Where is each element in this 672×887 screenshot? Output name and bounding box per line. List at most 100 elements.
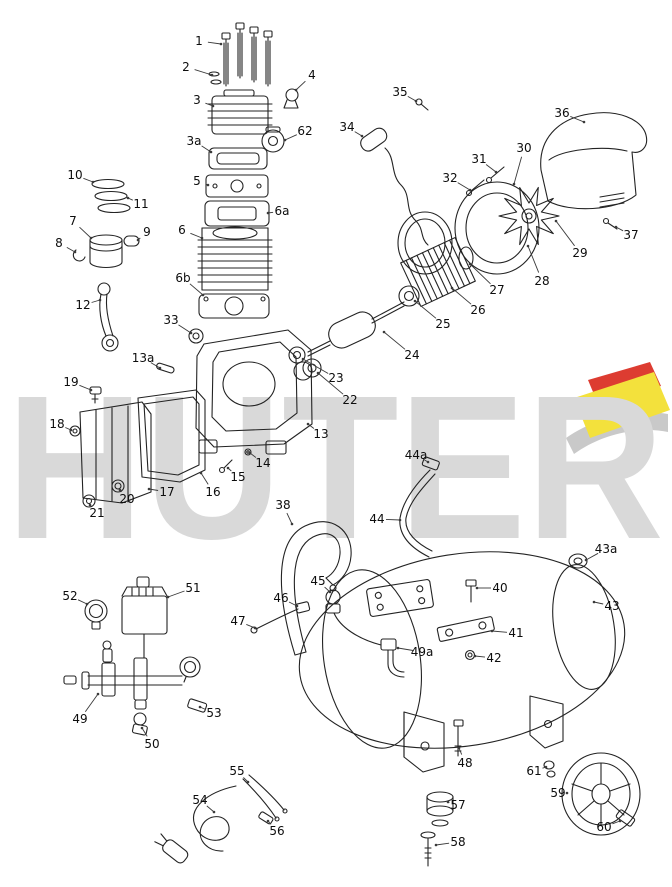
axle-bolt-60 [615, 809, 636, 827]
leader-dot-57 [446, 800, 450, 804]
part-label-22: 22 [342, 393, 358, 407]
cylinder-6 [197, 226, 273, 291]
leader-line-2 [194, 69, 213, 76]
leader-line-1 [207, 41, 222, 45]
part-label-25: 25 [435, 317, 451, 331]
bearing-25 [398, 285, 420, 307]
leader-dot-28 [526, 244, 530, 248]
leader-dot-33 [189, 331, 193, 335]
leader-dot-22 [316, 371, 320, 375]
part-label-7: 7 [69, 214, 77, 228]
leader-dot-36 [582, 120, 586, 124]
part-label-52: 52 [62, 589, 78, 603]
leader-dot-47 [253, 626, 257, 630]
leader-line-34 [354, 131, 363, 137]
leader-line-13a [150, 362, 161, 369]
outlet-pipe-44 [399, 456, 440, 558]
leader-dot-19 [89, 388, 93, 392]
leader-line-6 [190, 232, 203, 239]
leader-line-41 [491, 630, 508, 633]
leader-dot-14 [248, 451, 252, 455]
leader-dot-13 [306, 422, 310, 426]
leader-dot-35 [414, 99, 418, 103]
leader-dot-37 [614, 225, 618, 229]
leader-dot-38 [290, 522, 294, 526]
leader-line-17 [148, 488, 159, 491]
part-label-23: 23 [328, 371, 344, 385]
foot-bolt-48 [453, 719, 464, 757]
part-label-49a: 49a [410, 645, 434, 659]
leader-dot-45 [328, 590, 332, 594]
part-label-14: 14 [255, 456, 271, 470]
leader-line-54 [206, 805, 215, 813]
leader-line-26 [451, 287, 472, 305]
part-label-34: 34 [339, 120, 355, 134]
leader-dot-16 [199, 471, 203, 475]
seal-27 [458, 246, 474, 270]
part-label-55: 55 [229, 764, 245, 778]
round-valve-62 [261, 126, 285, 153]
piston-7 [89, 234, 123, 269]
part-label-26: 26 [470, 303, 486, 317]
elbow-49a [380, 638, 405, 678]
leader-line-30 [513, 156, 523, 185]
leader-line-60 [612, 820, 621, 825]
check-valve-45 [325, 584, 341, 614]
part-label-13: 13 [313, 427, 329, 441]
leader-dot-9 [136, 238, 140, 242]
part-label-50: 50 [144, 737, 160, 751]
leader-line-52 [77, 599, 88, 605]
motor-cover-36 [540, 112, 648, 210]
plug-21 [82, 494, 96, 508]
leader-dot-29 [554, 219, 558, 223]
leader-dot-51 [166, 595, 170, 599]
leader-dot-62 [283, 138, 287, 142]
leader-line-8 [66, 247, 76, 253]
leader-line-25 [414, 300, 437, 319]
part-label-18: 18 [49, 417, 65, 431]
part-label-42: 42 [486, 651, 502, 665]
wrist-pin-9 [123, 235, 140, 247]
part-label-47: 47 [230, 614, 246, 628]
cover-gasket-16 [137, 389, 206, 483]
leader-line-22 [317, 372, 344, 395]
leader-dot-13a [158, 366, 162, 370]
leader-dot-27 [468, 262, 472, 266]
leader-dot-42 [473, 654, 477, 658]
leader-dot-30 [512, 182, 516, 186]
part-label-58: 58 [450, 835, 466, 849]
leader-dot-43 [592, 600, 596, 604]
part-label-6b: 6b [175, 271, 191, 285]
leader-dot-2 [210, 73, 214, 77]
leader-line-44 [385, 518, 401, 521]
capacitor-lead-34 [360, 127, 429, 246]
connecting-rod-12 [97, 282, 119, 352]
leader-line-3 [205, 102, 214, 107]
part-label-20: 20 [119, 492, 135, 506]
watermark-swoosh [566, 412, 668, 454]
leader-dot-59 [565, 791, 569, 795]
leader-dot-20 [118, 488, 122, 492]
leader-dot-56 [266, 819, 270, 823]
fitting-43a [568, 553, 588, 569]
leader-line-4 [295, 80, 306, 91]
part-label-43: 43 [604, 599, 620, 613]
leader-dot-17 [147, 487, 151, 491]
crankshaft-24 [307, 301, 405, 357]
sight-glass-20 [111, 479, 125, 493]
part-label-11: 11 [133, 197, 149, 211]
leader-dot-6a [266, 211, 270, 215]
unloader-tube-47 [250, 608, 382, 646]
crankcase-13 [195, 329, 313, 455]
bearing-23 [288, 346, 306, 364]
leader-line-16 [200, 472, 209, 485]
manifold-49 [63, 640, 201, 710]
part-label-3: 3 [193, 93, 201, 107]
leader-line-47 [246, 623, 256, 629]
part-label-31: 31 [471, 152, 487, 166]
part-label-2: 2 [182, 60, 190, 74]
part-label-9: 9 [143, 225, 151, 239]
pressure-switch-51 [121, 576, 168, 659]
leader-dot-43a [584, 558, 588, 562]
